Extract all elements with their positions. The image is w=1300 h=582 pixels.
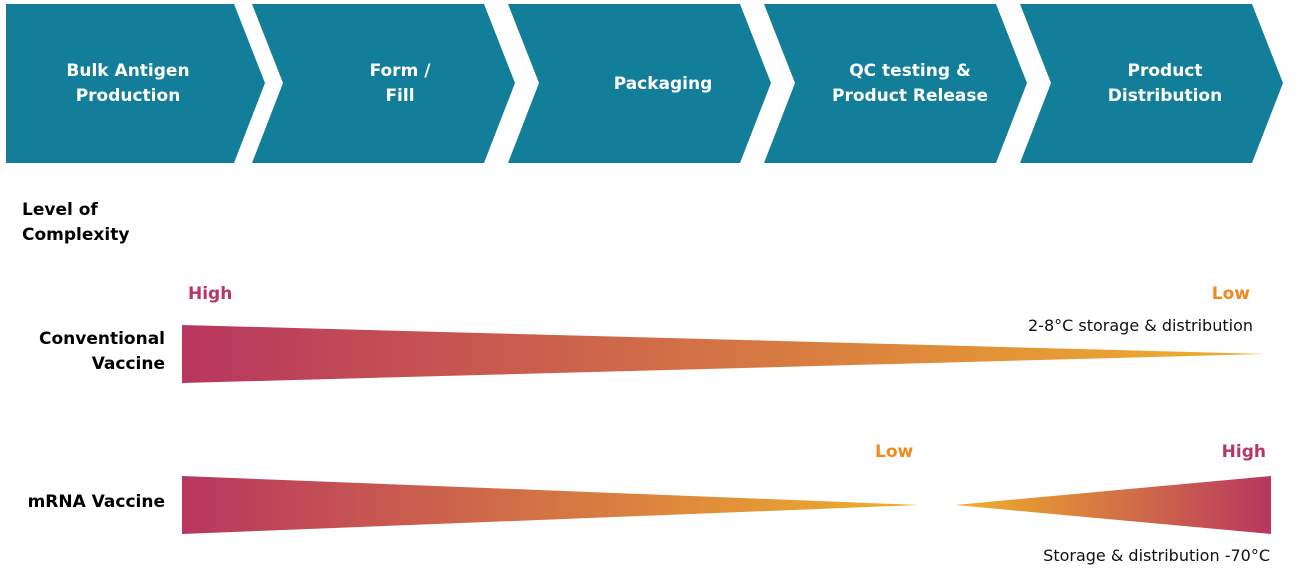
mrna-complexity-wedge-left xyxy=(182,476,920,534)
process-chevron xyxy=(252,4,515,163)
process-step-qc-release: QC testing & Product Release xyxy=(831,61,988,106)
mrna-storage-note: Storage & distribution -70°C xyxy=(1043,546,1270,565)
process-chevron xyxy=(6,4,265,163)
process-chevron xyxy=(508,4,771,163)
complexity-heading: Level of Complexity xyxy=(22,200,130,245)
conventional-label: Conventional Vaccine xyxy=(38,329,165,374)
mrna-complexity-wedge-right xyxy=(955,476,1271,534)
process-step-packaging: Packaging xyxy=(613,73,713,94)
conventional-storage-note: 2-8°C storage & distribution xyxy=(1028,316,1253,335)
mrna-label: mRNA Vaccine xyxy=(27,492,165,512)
process-chevron xyxy=(1020,4,1283,163)
mrna-high-label: High xyxy=(1221,442,1266,462)
conventional-high-label: High xyxy=(188,284,233,304)
conventional-complexity-wedge xyxy=(182,325,1265,383)
process-chevron xyxy=(764,4,1027,163)
process-step-distribution: Product Distribution xyxy=(1107,61,1223,106)
process-step-bulk-antigen: Bulk Antigen Production xyxy=(66,61,190,106)
process-step-form-fill: Form / Fill xyxy=(369,61,431,106)
mrna-low-label: Low xyxy=(875,442,914,462)
conventional-low-label: Low xyxy=(1211,284,1250,304)
